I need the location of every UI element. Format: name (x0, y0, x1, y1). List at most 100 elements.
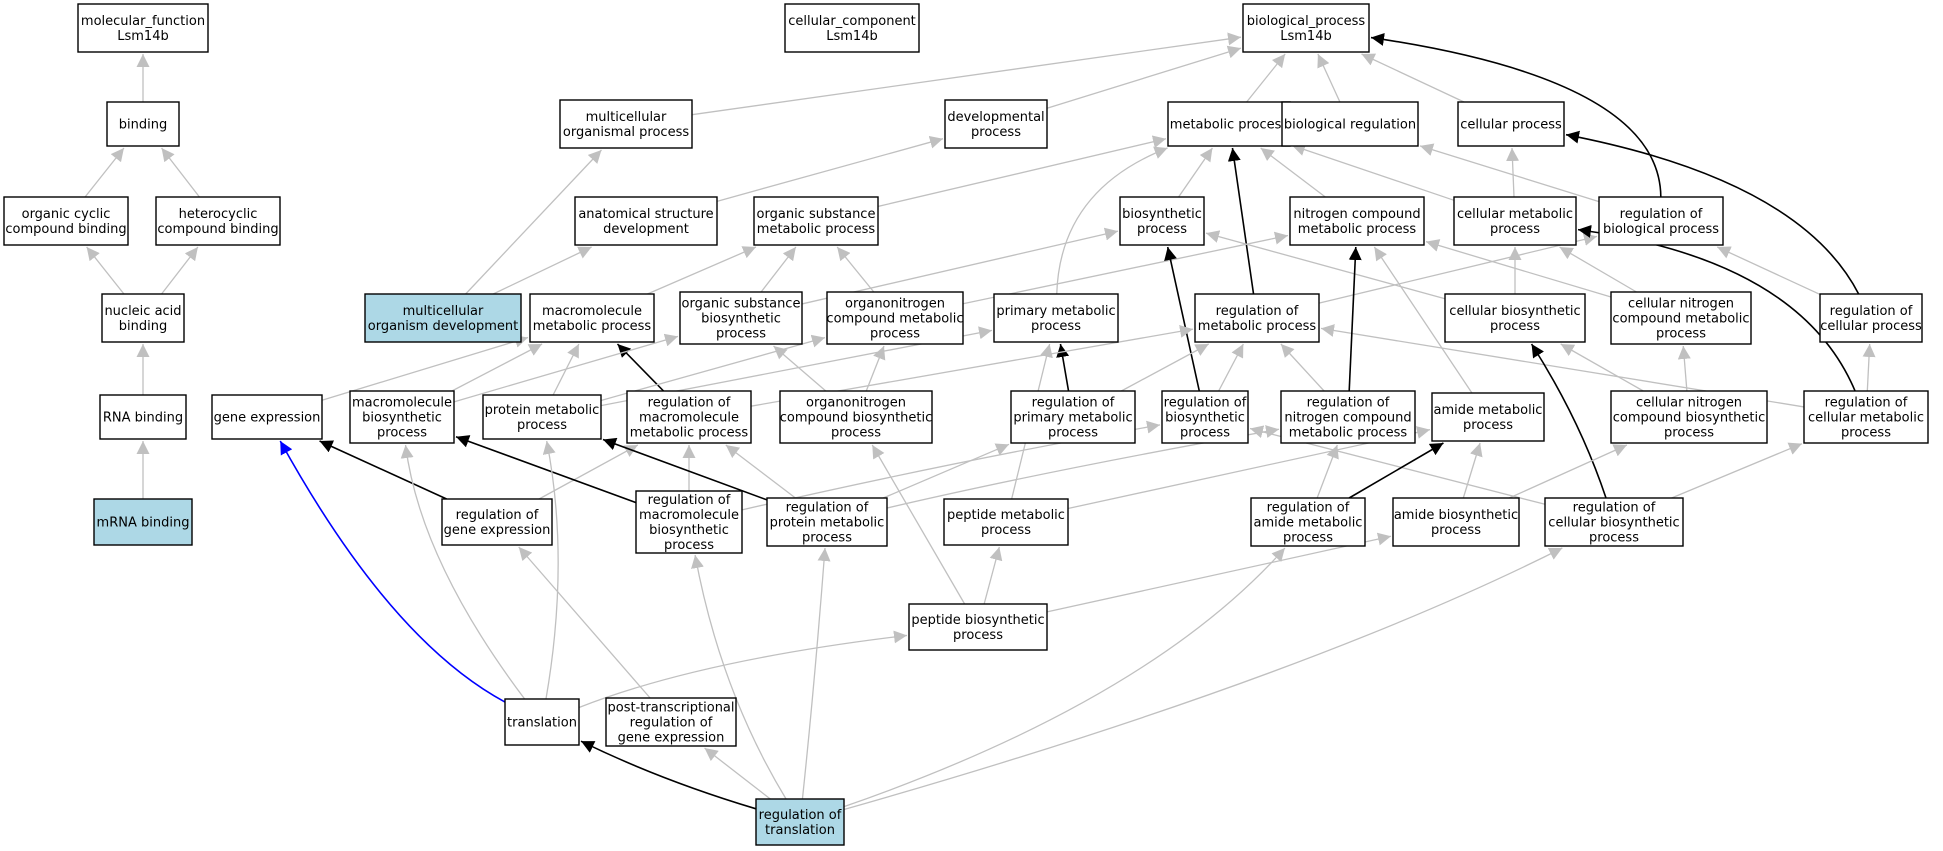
node-box (626, 390, 752, 444)
node-label-line: cellular process (1460, 118, 1562, 133)
go-term-node-binding[interactable]: binding (106, 101, 180, 147)
node-label-line: cellular metabolic (1808, 411, 1924, 426)
edge-is-a-peptide-biosynthetic-process-to-peptide-metabolic-process (983, 546, 1003, 605)
edges-layer (84, 32, 1876, 811)
go-term-node-cellular-process[interactable]: cellular process (1457, 101, 1565, 147)
node-label-line: organismal process (563, 125, 689, 140)
node-label-line: biosynthetic (649, 523, 729, 538)
node-label-line: process (870, 327, 920, 342)
edge-is-a-regulation-of-cellular-metabolic-process-to-regulation-of-cellular-process (1862, 343, 1876, 392)
node-label-line: organic cyclic (22, 207, 111, 222)
edge-is-a-gene-expression-to-macromolecule-metabolic-process (321, 335, 529, 401)
node-label-line: process (1490, 222, 1540, 237)
edge-is-a-regulation-of-cellular-process-to-regulation-of-biological-process (1717, 246, 1821, 296)
node-box (1194, 293, 1320, 343)
edge-regulates-regulation-of-biological-process-to-biological-process (1370, 33, 1662, 198)
node-label-line: process (1048, 426, 1098, 441)
edge-is-a-macromolecule-metabolic-process-to-organic-substance-metabolic-process (647, 246, 757, 295)
node-box (1119, 196, 1205, 246)
edge-is-a-multicellular-organismal-process-to-biological-process (691, 32, 1242, 116)
go-term-node-mrna-binding[interactable]: mRNA binding (93, 498, 193, 546)
edge-regulates-regulation-of-amide-metabolic-process-to-amide-metabolic-process (1348, 442, 1444, 499)
go-term-node-gene-expression[interactable]: gene expression (211, 394, 323, 440)
edge-is-a-cellular-metabolic-process-to-cellular-process (1506, 147, 1520, 198)
node-label-line: biological regulation (1284, 118, 1416, 133)
node-label-line: organism development (368, 319, 518, 334)
edge-is-a-developmental-process-to-biological-process (1046, 45, 1242, 109)
node-label-line: biosynthetic (701, 312, 781, 327)
node-label-line: binding (119, 118, 167, 133)
edge-regulates-regulation-of-biosynthetic-process-to-biosynthetic-process (1164, 246, 1201, 392)
go-term-node-metabolic-process[interactable]: metabolic process (1167, 101, 1291, 147)
edge-regulates-regulation-of-gene-expression-to-gene-expression (319, 440, 447, 500)
node-box (349, 390, 455, 444)
node-label-line: regulation of (1830, 304, 1913, 319)
node-label-line: cellular process (1820, 319, 1922, 334)
edge-is-a-multicellular-organism-development-to-multicellular-organismal-process (465, 149, 602, 295)
node-label-line: developmental (947, 110, 1044, 125)
go-term-node-rna-binding[interactable]: RNA binding (99, 394, 187, 440)
go-term-node-translation[interactable]: translation (504, 698, 580, 746)
node-box (1598, 196, 1724, 246)
node-box (3, 196, 129, 246)
node-label-line: regulation of (786, 501, 869, 516)
node-label-line: process (1490, 319, 1540, 334)
node-label-line: process (377, 426, 427, 441)
go-term-node-biological-regulation[interactable]: biological regulation (1281, 101, 1419, 147)
node-box (944, 99, 1048, 149)
node-label-line: protein metabolic (770, 516, 885, 531)
edge-is-a-amide-metabolic-process-to-nitrogen-compound-metabolic-process (1373, 246, 1473, 394)
node-label-line: molecular_function (81, 14, 205, 29)
go-term-node-regulation-of-macromolecule-biosynthetic-process[interactable]: regulation ofmacromoleculebiosyntheticpr… (635, 490, 743, 554)
edge-is-a-organonitrogen-compound-metabolic-process-to-organic-substance-metabolic-process (836, 246, 875, 293)
edge-is-a-organic-substance-metabolic-process-to-metabolic-process (877, 135, 1167, 208)
node-box (364, 293, 522, 343)
edge-is-a-amide-biosynthetic-process-to-cellular-nitrogen-compound-biosynthetic-process (1508, 444, 1628, 499)
node-label-line: translation (765, 823, 835, 838)
edge-is-a-regulation-of-translation-to-regulation-of-cellular-biosynthetic-process (843, 547, 1563, 811)
node-label-line: cellular biosynthetic (1449, 304, 1580, 319)
